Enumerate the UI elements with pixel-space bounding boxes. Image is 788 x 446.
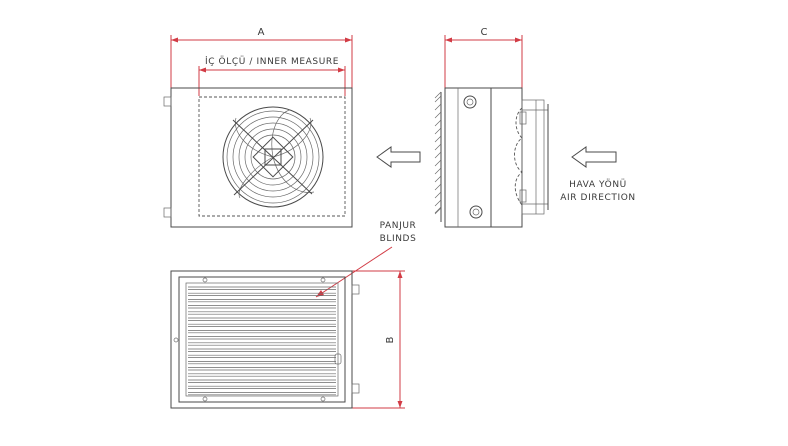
- blind-slat: [188, 317, 336, 321]
- dimension-c: C: [444, 27, 523, 88]
- blind-slat: [188, 330, 336, 334]
- blind-slat: [188, 392, 336, 396]
- blinds-slats: [188, 286, 336, 396]
- dimension-b: B: [352, 270, 405, 409]
- blind-slat: [188, 323, 336, 327]
- dimension-inner-measure: İÇ ÖLÇÜ / INNER MEASURE: [198, 56, 346, 96]
- blind-slat: [188, 348, 336, 352]
- fan-guard: [222, 106, 324, 208]
- blind-slat: [188, 299, 336, 303]
- blind-slat: [188, 286, 336, 290]
- front-view-blinds: [170, 270, 360, 409]
- blinds-label-tr: PANJUR: [380, 221, 417, 231]
- blind-slat: [188, 336, 336, 340]
- blind-slat: [188, 311, 336, 315]
- blind-slat: [188, 292, 336, 296]
- blind-slat: [188, 354, 336, 358]
- blind-slat: [188, 379, 336, 383]
- blinds-screws: [173, 277, 326, 402]
- blind-slat: [188, 385, 336, 389]
- airflow-label-tr: HAVA YÖNÜ: [569, 179, 627, 190]
- airflow-label-en: AIR DIRECTION: [560, 193, 636, 203]
- blinds-label-en: BLINDS: [380, 234, 417, 244]
- dimension-b-label: B: [385, 336, 396, 343]
- blind-slat: [188, 361, 336, 365]
- blind-slat: [188, 342, 336, 346]
- airflow-arrow-right: [571, 146, 617, 168]
- dimension-c-label: C: [481, 27, 488, 38]
- blind-slat: [188, 305, 336, 309]
- airflow-arrow-left: [376, 146, 421, 168]
- side-view: [434, 87, 549, 228]
- blind-slat: [188, 373, 336, 377]
- dimension-a: A: [170, 27, 353, 88]
- blind-slat: [188, 367, 336, 371]
- side-motor: [514, 99, 549, 215]
- side-louvers: [434, 91, 442, 222]
- front-view-fan: [163, 87, 353, 228]
- dimension-a-label: A: [258, 27, 265, 38]
- inner-measure-label: İÇ ÖLÇÜ / INNER MEASURE: [205, 56, 339, 67]
